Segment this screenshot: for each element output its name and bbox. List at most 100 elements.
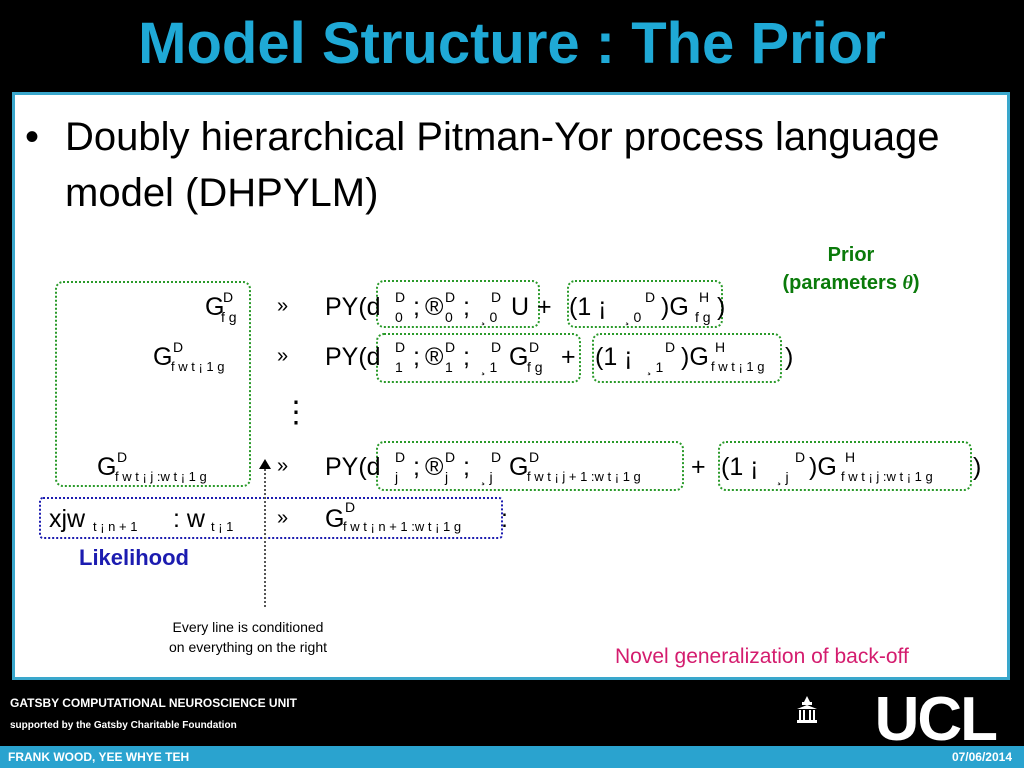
row1-g-sup: H [699, 289, 710, 305]
row1-lam-sup: D [491, 289, 502, 305]
row1-py: PY(d [325, 293, 381, 321]
row2-sim: » [277, 345, 289, 367]
param-box-row2 [376, 333, 581, 383]
row2-lam-sub: ¸ 1 [481, 359, 498, 375]
novel-generalization-text: Novel generalization of back-off [615, 645, 909, 668]
vertical-dots: ⋮ [281, 396, 311, 429]
row1-sim: » [277, 295, 289, 317]
row1-lhs-sup: D [223, 289, 234, 305]
base-box-row1 [567, 280, 723, 328]
lhs-group-box [55, 281, 251, 487]
row1-lhs: G [205, 293, 225, 321]
row2-end: ) [785, 343, 794, 371]
row2-base-sub: f g [527, 359, 543, 375]
row3-plus: + [691, 453, 706, 481]
row3-lhs-sup: D [117, 449, 128, 465]
row3-mix-close: )G [809, 453, 837, 481]
row1-semi2: ; [463, 293, 470, 321]
row3-lhs: G [97, 453, 117, 481]
prior-label-line1: Prior [827, 244, 875, 266]
row2-mix-sup: D [665, 339, 676, 355]
row2-a-sub: 1 [445, 359, 453, 375]
row1-semi1: ; [413, 293, 420, 321]
conditioning-line [264, 465, 266, 607]
row2-mix-open: (1 ¡ [595, 343, 633, 371]
ucl-portico-icon [797, 696, 817, 723]
row2-alpha: ® [425, 343, 444, 371]
base-box-row3 [718, 441, 972, 491]
bullet-symbol: • [25, 115, 40, 159]
row3-end: ) [973, 453, 982, 481]
row3-base-sub: f w t ¡ j + 1 :w t ¡ 1 g [527, 469, 641, 484]
row4-rhs-sup: D [345, 499, 356, 515]
row4-lhs: xjw [49, 505, 86, 533]
row3-alpha: ® [425, 453, 444, 481]
conditioning-arrow-icon [259, 459, 271, 469]
row2-mix-close: )G [681, 343, 709, 371]
row3-d-sup: D [395, 449, 406, 465]
row3-mix-open: (1 ¡ [721, 453, 759, 481]
row4-lhs-sub2: t ¡ 1 [211, 519, 234, 534]
row1-mix-close: )G [661, 293, 689, 321]
row3-a-sub: j [445, 469, 449, 485]
prior-label: Prior (parameters θ) [763, 241, 939, 297]
row2-mix-sub: ¸ 1 [647, 359, 664, 375]
row3-lam-sub: ¸ j [481, 469, 493, 485]
row2-lhs: G [153, 343, 173, 371]
row2-d-sub: 1 [395, 359, 403, 375]
row1-lam-sub: ¸ 0 [481, 309, 498, 325]
row3-mix-sub: ¸ j [777, 469, 789, 485]
row3-d-sub: j [395, 469, 399, 485]
row2-lhs-sub: f w t ¡ 1 g [171, 359, 225, 374]
prior-label-text: (parameters [782, 272, 903, 294]
row3-lhs-sub: f w t ¡ j :w t ¡ 1 g [115, 469, 207, 484]
support-text: supported by the Gatsby Charitable Found… [10, 720, 237, 731]
row3-lam-sup: D [491, 449, 502, 465]
row2-semi1: ; [413, 343, 420, 371]
row3-base-sup: D [529, 449, 540, 465]
row1-mix-open: (1 ¡ [569, 293, 607, 321]
footer-bar: GATSBY COMPUTATIONAL NEUROSCIENCE UNIT s… [0, 689, 1024, 751]
row1-g-sub: f g [695, 309, 711, 325]
theta-symbol: θ [902, 272, 913, 294]
row2-base-sup: D [529, 339, 540, 355]
date: 07/06/2014 [951, 750, 1012, 764]
row4-sim: » [277, 507, 289, 529]
base-box-row2 [592, 333, 782, 383]
footer-info-bar: FRANK WOOD, YEE WHYE TEH 07/06/2014 [0, 746, 1024, 768]
row3-sim: » [277, 455, 289, 477]
slide-title: Model Structure : The Prior [0, 0, 1024, 88]
row1-base: U [511, 293, 530, 321]
row2-semi2: ; [463, 343, 470, 371]
row2-a-sup: D [445, 339, 456, 355]
row4-rhs: G [325, 505, 345, 533]
row2-g-sub: f w t ¡ 1 g [711, 359, 765, 374]
row3-g-sub: f w t ¡ j :w t ¡ 1 g [841, 469, 933, 484]
param-box-row3 [376, 441, 684, 491]
note-line-1: Every line is conditioned [172, 619, 324, 635]
row3-semi1: ; [413, 453, 420, 481]
row2-lam-sup: D [491, 339, 502, 355]
row1-a-sup: D [445, 289, 456, 305]
row1-mix-sub: ¸ 0 [625, 309, 642, 325]
row4-end: : [501, 505, 508, 533]
unit-name: GATSBY COMPUTATIONAL NEUROSCIENCE UNIT [10, 696, 297, 710]
row1-a-sub: 0 [445, 309, 453, 325]
row2-py: PY(d [325, 343, 381, 371]
row2-g-sup: H [715, 339, 726, 355]
row1-mix-sup: D [645, 289, 656, 305]
row4-rhs-sub: f w t ¡ n + 1 :w t ¡ 1 g [343, 519, 462, 534]
row1-d-sup: D [395, 289, 406, 305]
row2-base: G [509, 343, 529, 371]
row3-base: G [509, 453, 529, 481]
row1-lhs-sub: f g [221, 309, 237, 325]
row1-plus: + [537, 293, 552, 321]
row1-d-sub: 0 [395, 309, 403, 325]
prior-label-close: ) [912, 272, 920, 294]
row2-plus: + [561, 343, 576, 371]
ucl-logo: UCL [874, 685, 998, 754]
row2-lhs-sup: D [173, 339, 184, 355]
note-line-2: on everything on the right [169, 639, 327, 655]
row4-colon: : w [173, 505, 205, 533]
prior-label-line2: (parameters θ) [763, 269, 939, 297]
